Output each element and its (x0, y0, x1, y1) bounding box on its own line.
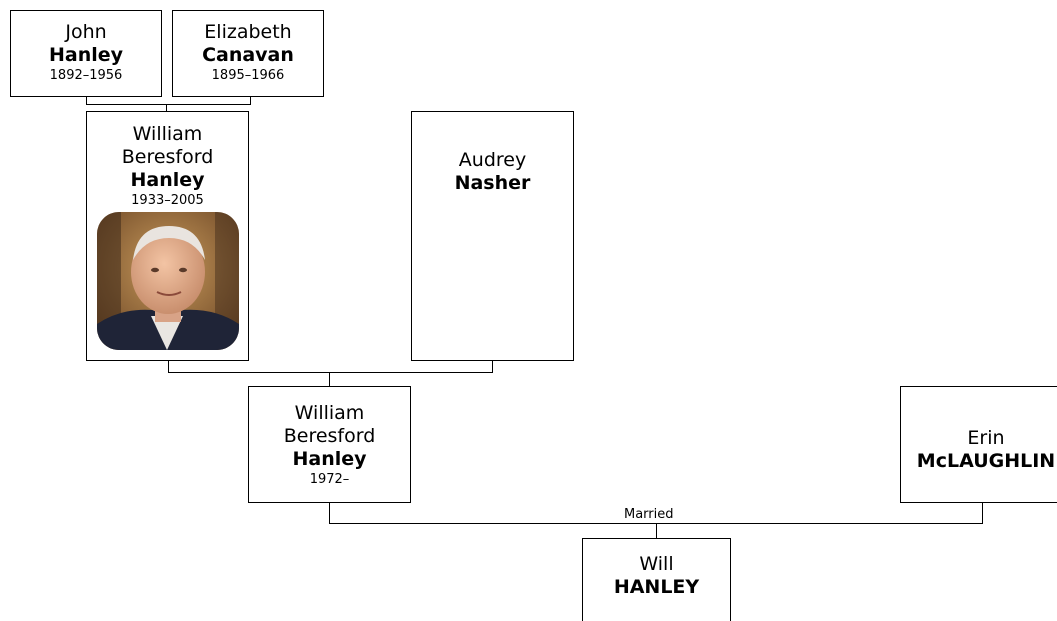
surname: Canavan (202, 44, 294, 66)
person-box-william-beresford-hanley-1972[interactable]: William Beresford Hanley 1972– (248, 386, 411, 503)
life-dates: 1895–1966 (211, 68, 285, 83)
married-label: Married (622, 507, 676, 523)
life-dates: 1933–2005 (131, 193, 204, 208)
life-dates: 1972– (309, 472, 350, 487)
given-name: William (132, 123, 203, 145)
surname: Hanley (48, 44, 124, 66)
given-name: Erin (967, 427, 1005, 449)
surname: Hanley (130, 169, 205, 191)
person-box-audrey-nasher[interactable]: Audrey Nasher (411, 111, 574, 361)
life-dates: 1892–1956 (49, 68, 123, 83)
middle-name: Beresford (283, 425, 376, 447)
connector-marriage (329, 503, 983, 538)
person-box-will-hanley[interactable]: Will HANLEY (582, 538, 731, 621)
person-box-william-beresford-hanley-1933[interactable]: William Beresford Hanley 1933–2005 (86, 111, 249, 361)
given-name: Elizabeth (204, 21, 292, 43)
person-box-john-hanley[interactable]: John Hanley 1892–1956 (10, 10, 162, 97)
surname: HANLEY (613, 576, 700, 598)
surname: Hanley (292, 448, 367, 470)
person-box-elizabeth-canavan[interactable]: Elizabeth Canavan 1895–1966 (172, 10, 324, 97)
given-name: William (294, 402, 365, 424)
given-name: Will (639, 553, 674, 575)
connector-grandparents (86, 97, 251, 111)
given-name: John (65, 21, 107, 43)
surname: Nasher (454, 172, 531, 194)
portrait-photo (96, 212, 239, 350)
person-box-erin-mclaughlin[interactable]: Erin McLAUGHLIN (900, 386, 1057, 503)
middle-name: Beresford (121, 146, 214, 168)
surname: McLAUGHLIN (916, 450, 1056, 472)
given-name: Audrey (458, 149, 527, 171)
connector-parents (168, 361, 493, 386)
